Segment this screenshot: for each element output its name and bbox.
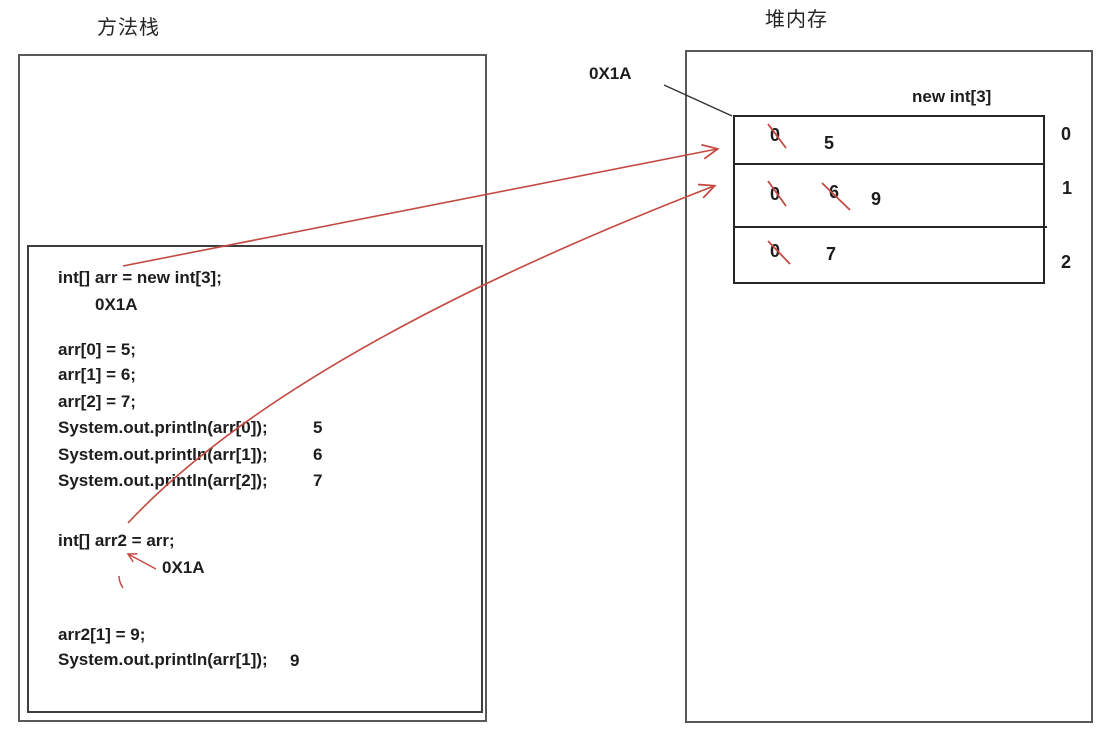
code-line-println-final: System.out.println(arr[1]);	[58, 650, 268, 669]
println-output-6: 6	[313, 445, 323, 464]
code-line-println-1: System.out.println(arr[1]);	[58, 445, 268, 464]
println-output-7: 7	[313, 471, 323, 490]
cell-1-new-value: 9	[871, 189, 882, 209]
code-line-declare-arr2: int[] arr2 = arr;	[58, 531, 175, 550]
index-label-0: 0	[1061, 124, 1072, 144]
array-object-box	[733, 115, 1045, 284]
array-row-divider-0	[734, 163, 1045, 165]
cell-0-value: 5	[824, 133, 835, 153]
code-line-arr2-address: 0X1A	[162, 558, 205, 577]
method-stack-title: 方法栈	[97, 17, 160, 39]
cell-1-old-value: 6	[829, 182, 840, 202]
code-line-println-2: System.out.println(arr[2]);	[58, 471, 268, 490]
code-line-arr-address: 0X1A	[95, 295, 138, 314]
index-label-1: 1	[1062, 178, 1073, 198]
code-line-println-0: System.out.println(arr[0]);	[58, 418, 268, 437]
cell-1-initial-zero: 0	[770, 184, 781, 204]
cell-2-initial-zero: 0	[770, 241, 781, 261]
println-output-9: 9	[290, 651, 300, 670]
cell-2-value: 7	[826, 244, 837, 264]
println-output-5: 5	[313, 418, 323, 437]
array-row-divider-1	[734, 226, 1047, 228]
heap-address-label: 0X1A	[589, 64, 632, 83]
index-label-2: 2	[1061, 252, 1072, 272]
heap-memory-title: 堆内存	[765, 9, 828, 31]
code-line-declare-arr: int[] arr = new int[3];	[58, 268, 222, 287]
code-line-assign-1: arr[1] = 6;	[58, 365, 136, 384]
code-line-assign-0: arr[0] = 5;	[58, 340, 136, 359]
code-line-assign-2: arr[2] = 7;	[58, 392, 136, 411]
array-new-label: new int[3]	[912, 87, 992, 106]
cell-0-initial-zero: 0	[770, 125, 781, 145]
code-line-assign-arr2-1: arr2[1] = 9;	[58, 625, 146, 644]
